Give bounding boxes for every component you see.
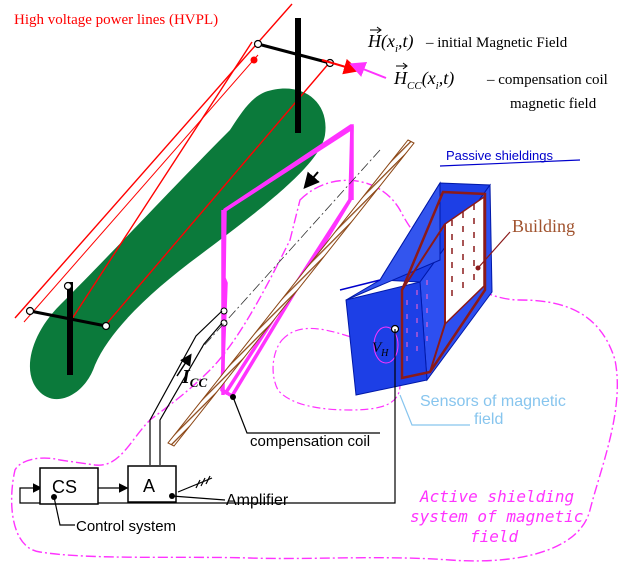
power-hatch <box>195 479 201 489</box>
passive-shieldings-label: Passive shieldings <box>446 148 553 163</box>
h-cc-description-1: – compensation coil <box>486 72 608 88</box>
cs-box <box>39 467 99 505</box>
building-label: Building <box>512 216 575 236</box>
power-input <box>177 477 213 493</box>
active-shielding-boundary <box>10 179 619 562</box>
insulator <box>253 39 263 49</box>
h-cc-description-2: magnetic field <box>510 96 597 112</box>
coil-leader <box>232 396 380 434</box>
passive-blue-stub <box>339 279 381 291</box>
insulator <box>63 281 73 291</box>
active-shielding-label-1: Active shielding <box>419 487 574 506</box>
active-shielding-label-3: field <box>470 527 519 546</box>
amplifier-leader <box>171 495 226 501</box>
amplifier-label: Amplifier <box>226 492 289 509</box>
coil-terminal <box>220 307 228 315</box>
magnetic-field-region <box>29 88 326 400</box>
sensor-region <box>373 326 399 364</box>
h-initial-formula: H(xi,t) <box>367 26 414 55</box>
coil-current-arrow <box>303 171 320 190</box>
h-cc-arrow <box>349 61 387 79</box>
power-hatch <box>200 477 206 487</box>
building-windows <box>406 204 475 361</box>
amplifier-box <box>127 465 177 503</box>
i-cc-arrow <box>176 353 192 377</box>
passive-leader <box>439 159 581 167</box>
power-line-1 <box>14 3 293 319</box>
v-h-label: VH <box>372 340 389 359</box>
hvpl-label: High voltage power lines (HVPL) <box>14 12 218 28</box>
insulator <box>25 306 35 316</box>
wire-sensor-cs <box>19 329 396 504</box>
power-line-2 <box>67 41 253 326</box>
wire-coil-amp-2 <box>159 322 223 465</box>
cs-terminal <box>51 494 57 500</box>
building-dot <box>475 265 481 271</box>
sensors-label-1: Sensors of magnetic <box>420 393 566 410</box>
shield-front <box>345 281 428 396</box>
power-line-4 <box>23 54 259 323</box>
sensors-region-outline <box>272 327 401 411</box>
h-initial-description: – initial Magnetic Field <box>425 35 568 51</box>
h-cc-formula: HCC(xi,t) <box>393 62 454 92</box>
cs-leader <box>53 496 75 526</box>
a-box-label: A <box>143 476 155 496</box>
power-line-3 <box>102 61 331 329</box>
coil-top <box>224 126 353 212</box>
passive-wall <box>167 139 415 447</box>
pylon-top-arm <box>257 42 331 65</box>
coil-leader-dot <box>230 394 236 400</box>
sensors-label-2: field <box>474 411 503 428</box>
sensor-leader <box>399 394 470 426</box>
coil-axis <box>199 149 381 351</box>
wire-coil-amp-1 <box>149 310 223 465</box>
active-shielding-label-2: system of magnetic <box>410 507 583 526</box>
svg-text:H(xi,t): H(xi,t) <box>367 31 414 55</box>
insulator-red <box>250 56 258 64</box>
i-cc-label: ICC <box>181 366 207 390</box>
building-edge <box>429 323 446 373</box>
control-system-label: Control system <box>76 518 176 535</box>
cs-box-label: CS <box>52 477 77 497</box>
power-hatch <box>205 475 211 485</box>
insulator <box>101 321 111 331</box>
building-leader <box>477 231 511 269</box>
building-edge <box>401 223 446 291</box>
svg-text:HCC(xi,t): HCC(xi,t) <box>393 68 454 92</box>
compensation-coil-label: compensation coil <box>250 433 370 450</box>
pylon-bottom-arm <box>29 309 107 328</box>
